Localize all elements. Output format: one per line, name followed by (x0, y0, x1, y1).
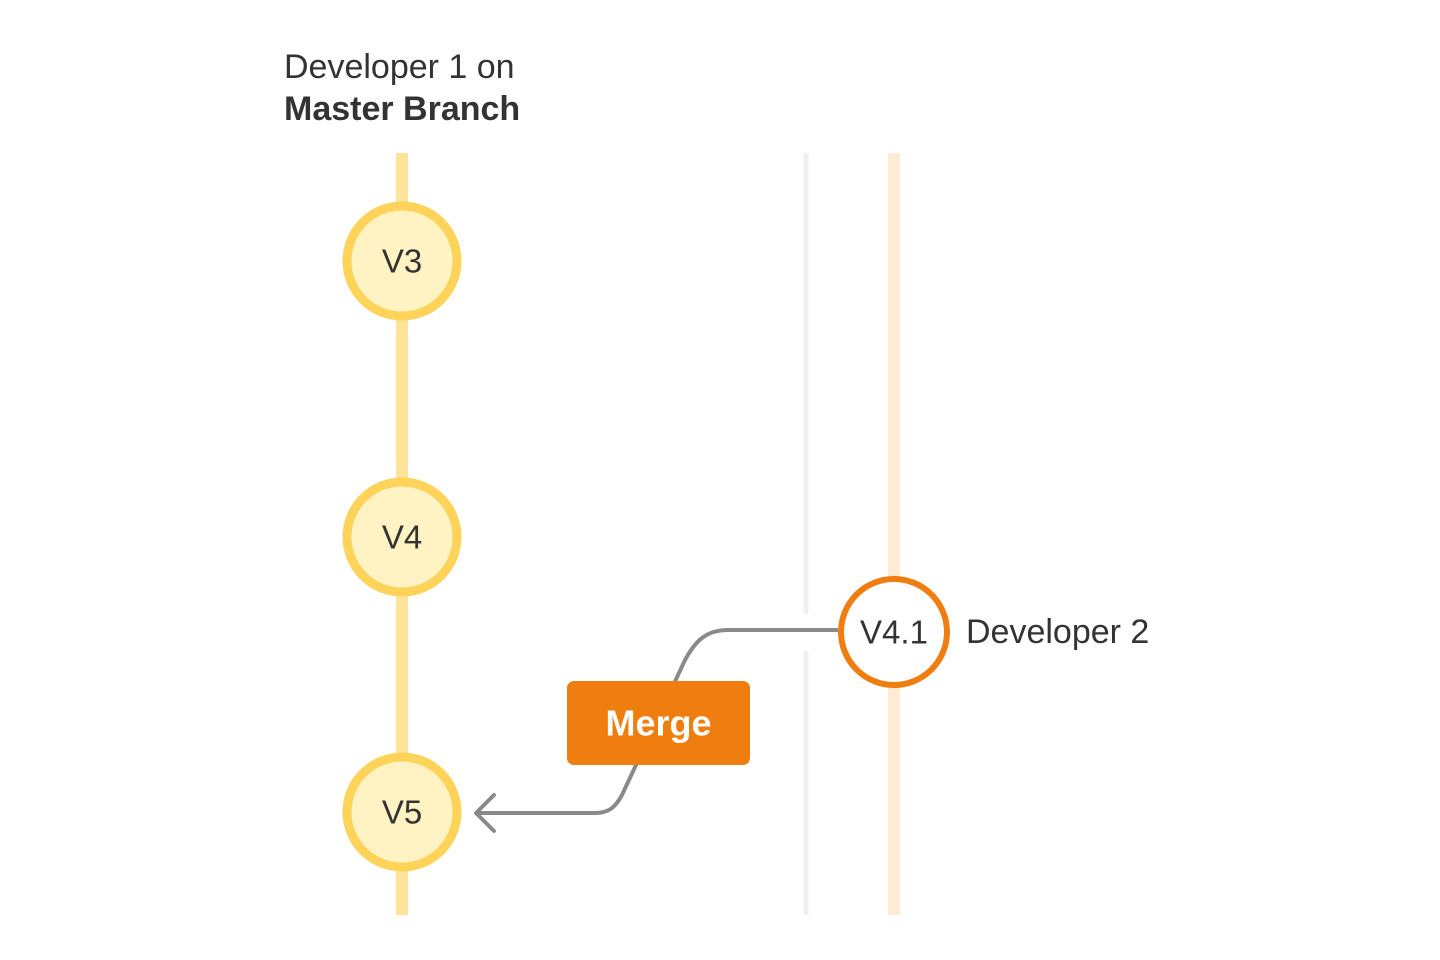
node-label-v4-1: V4.1 (860, 614, 928, 651)
master-node-v5: V5 (342, 752, 462, 872)
node-label-v4: V4 (382, 519, 422, 556)
master-node-v3: V3 (342, 201, 462, 321)
merge-arrowhead (474, 793, 496, 833)
master-node-v4: V4 (342, 477, 462, 597)
node-label-v3: V3 (382, 243, 422, 280)
node-label-v5: V5 (382, 794, 422, 831)
merge-box: Merge (567, 681, 750, 765)
title-line-master-branch: Master Branch (284, 90, 521, 128)
developer-2-label: Developer 2 (966, 613, 1149, 651)
merge-label: Merge (605, 703, 711, 744)
diagram-title: Developer 1 on Master Branch (284, 46, 520, 130)
branch-node-v4-1: V4.1 (838, 576, 950, 688)
title-line-developer-1: Developer 1 on (284, 48, 515, 86)
